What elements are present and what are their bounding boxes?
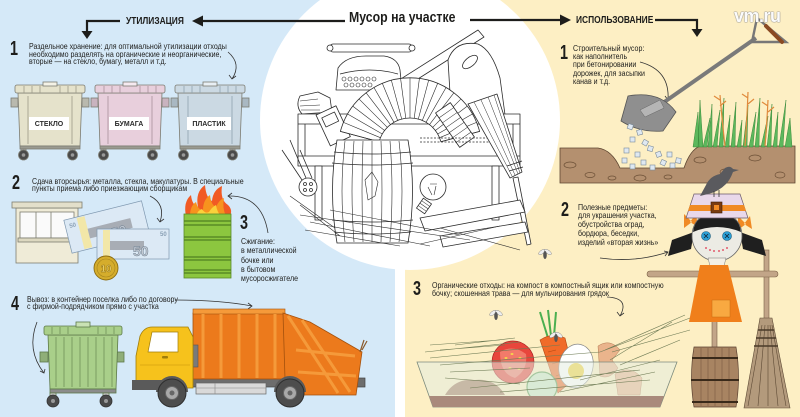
arrow-right-icon (560, 14, 571, 26)
step-description: Сдача вторсырья: металла, стекла, макула… (32, 175, 244, 194)
text-line: бордюра, беседки, (578, 227, 640, 238)
old-broom (743, 317, 791, 409)
pointer-arrow (32, 321, 46, 374)
text-line: изделий «вторая жизнь» (578, 236, 659, 247)
pointer-arrow (599, 250, 669, 260)
header-arrows (85, 18, 699, 32)
text-line: канав и т.д. (573, 75, 611, 86)
text-line: пункты приема либо приезжающим сборщикам (32, 183, 188, 194)
shovel (620, 15, 790, 132)
svg-text:50: 50 (69, 222, 78, 230)
svg-text:10: 10 (100, 264, 112, 275)
text-line: в металлической (241, 245, 297, 256)
text-line: в бытовом (241, 263, 276, 274)
page-title: Мусор на участке (349, 9, 456, 26)
pointer-arrow (174, 299, 253, 310)
concrete-rubble (621, 123, 682, 171)
sorting-bin-plastic: ПЛАСТИК (170, 81, 250, 161)
crow-icon (700, 166, 739, 197)
text-line: Строительный мусор: (573, 42, 645, 53)
section-title-disposal: УТИЛИЗАЦИЯ (126, 15, 184, 27)
step-description: Полезные предметы: для украшения участка… (578, 201, 659, 247)
svg-text:50: 50 (133, 243, 149, 259)
bin-label-plate (187, 117, 231, 130)
step-description: Органические отходы: на компост в компос… (432, 279, 664, 298)
old-barrel (691, 346, 739, 408)
step-description: Сжигание: в металлической бочке или в бы… (241, 235, 299, 284)
step-number: 2 (12, 172, 21, 194)
text-line: Полезные предметы: (578, 201, 648, 212)
grass-icon (692, 91, 793, 148)
arrowheads (81, 14, 703, 39)
arrow-down-icon (691, 29, 703, 37)
step-description: Раздельное хранение: для оптимальной ути… (29, 41, 227, 67)
fly-icon (538, 249, 552, 259)
arrow-left-icon (192, 15, 203, 27)
banknote: 50 50 (96, 228, 170, 260)
text-line: для украшения участка, (578, 210, 657, 221)
step-number: 2 (561, 199, 570, 221)
typewriter-carriage (329, 43, 413, 53)
text-line: мусоросжигателе (241, 273, 299, 284)
bin-label-plate (29, 117, 69, 130)
village-container (39, 321, 125, 408)
step-description: Вывоз: в контейнер поселка либо по догов… (27, 293, 178, 312)
grass-clippings (289, 195, 521, 251)
text-line: с фирмой-подрядчиком прямо с участка (27, 301, 159, 312)
text-line: дорожек, для засыпки (573, 67, 645, 78)
wooden-board (419, 199, 526, 232)
arrow-line-usage-down (655, 18, 699, 30)
fly-icon (549, 332, 563, 342)
text-line: обустройства оград, (578, 219, 645, 230)
junk-pile-illustration (281, 29, 532, 251)
watermark-logo: vm.ru (734, 6, 781, 26)
coin: 10 (93, 255, 119, 281)
sorting-bin-paper: БУМАГА (90, 81, 170, 161)
pointer-arrow (606, 296, 625, 317)
pointer-arrow (227, 192, 269, 234)
grass-clippings (424, 314, 691, 393)
svg-text:50: 50 (160, 232, 167, 238)
arrow-down-icon (81, 31, 93, 39)
broom (467, 93, 523, 179)
arrow-line-disposal-down (85, 19, 120, 32)
compost-box (416, 309, 691, 408)
burning-barrel (183, 185, 232, 279)
typewriter-body (335, 55, 403, 91)
bin-label: СТЕКЛО (35, 121, 64, 128)
text-line: как наполнитель (573, 50, 628, 61)
step-description: Строительный мусор: как наполнитель при … (573, 42, 645, 86)
section-title-usage: ИСПОЛЬЗОВАНИЕ (576, 14, 654, 26)
step-number: 1 (560, 42, 569, 64)
text-line: Сдача вторсырья: металла, стекла, макула… (32, 175, 244, 186)
fly-icon (489, 310, 503, 320)
step-number: 4 (11, 293, 20, 315)
step-number: 3 (240, 212, 249, 234)
garbage-truck (132, 308, 368, 408)
text-line: бочке или (241, 254, 274, 265)
text-line: вторые — на стекло, бумагу, металл и т.д… (29, 56, 167, 67)
pointer-arrows (32, 51, 672, 374)
bin-label-plate (109, 117, 149, 130)
step-number: 3 (413, 278, 422, 300)
text-line: Органические отходы: на компост в компос… (432, 279, 664, 290)
text-line: необходимо разделять на органические и н… (29, 48, 222, 59)
text-line: Сжигание: (241, 235, 275, 246)
pointer-arrow (149, 195, 165, 223)
pointer-arrow (227, 51, 237, 80)
sorting-bin-glass: СТЕКЛО (10, 81, 90, 161)
text-line: при бетонировании (573, 59, 637, 70)
text-line: Раздельное хранение: для оптимальной ути… (29, 41, 227, 51)
light-bulb-icon (416, 173, 447, 215)
dish-rake (281, 139, 318, 197)
text-line: бочку; скошенная трава — для мульчирован… (432, 287, 609, 298)
step-number: 1 (10, 38, 19, 60)
text-line: Вывоз: в контейнер поселка либо по догов… (27, 293, 178, 304)
bin-label: ПЛАСТИК (192, 121, 226, 128)
bin-label: БУМАГА (115, 121, 144, 128)
glove (297, 91, 333, 115)
